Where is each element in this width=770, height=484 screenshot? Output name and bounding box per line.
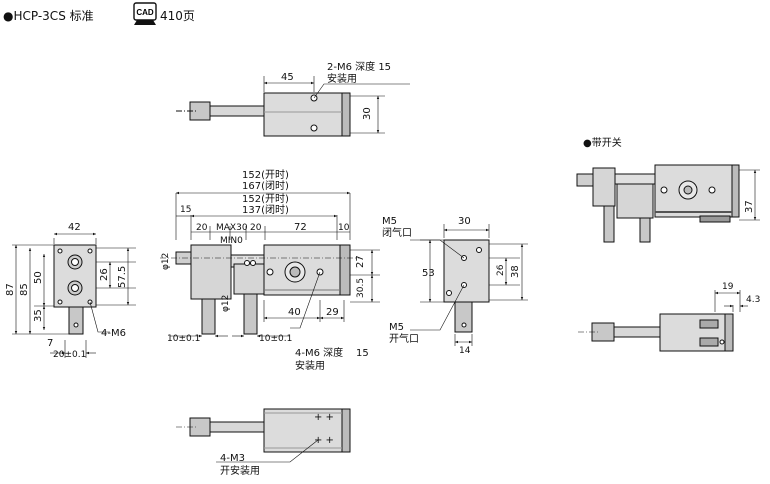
switch-dim-37: 37 xyxy=(744,200,755,213)
top-dim-45: 45 xyxy=(281,72,294,83)
front-dim-72: 72 xyxy=(294,222,307,233)
cad-label: CAD xyxy=(136,8,154,17)
front-len-close-2: 137(闭时) xyxy=(242,203,289,216)
front-dim-20a: 20 xyxy=(196,223,208,233)
right-dim-26: 26 xyxy=(496,264,506,276)
front-dim-27: 27 xyxy=(355,255,366,268)
front-dim-max30: MAX30 xyxy=(216,223,248,233)
front-callout-line2: 安装用 xyxy=(295,359,325,372)
right-m5-top: M5 xyxy=(382,216,397,227)
left-dim-50: 50 xyxy=(33,271,44,284)
front-callout-line1: 4-M6 深度 xyxy=(295,346,343,359)
bottom-view: + + + + xyxy=(176,408,351,463)
left-view xyxy=(12,232,136,358)
front-len-open-2: 152(开时) xyxy=(242,193,289,205)
front-dim-min0: MIN0 xyxy=(220,236,243,246)
right-dim-30: 30 xyxy=(458,216,471,227)
left-dim-42: 42 xyxy=(68,222,81,233)
right-view xyxy=(410,224,528,346)
switch-dim-19: 19 xyxy=(722,282,734,292)
top-dim-30: 30 xyxy=(362,107,373,120)
front-len-open-1: 152(开时) xyxy=(242,169,289,181)
front-dim-phi12b: φ12 xyxy=(221,295,231,312)
front-callout-depth: 15 xyxy=(356,348,369,359)
front-dim-20b: 20 xyxy=(250,223,262,233)
switch-front-view xyxy=(576,164,760,243)
front-dim-phi12a: φ12 xyxy=(161,253,171,270)
front-len-close-1: 167(闭时) xyxy=(242,179,289,192)
left-callout: 4-M6 xyxy=(101,328,126,339)
left-dim-85: 85 xyxy=(19,283,30,296)
bottom-callout-line1: 4-M3 xyxy=(220,453,245,464)
svg-text:+ +: + + xyxy=(314,435,334,446)
svg-text:+ +: + + xyxy=(314,412,334,423)
series-title: ●HCP-3CS 标准 xyxy=(3,9,94,23)
front-dim-40: 40 xyxy=(288,307,301,318)
right-dim-53: 53 xyxy=(422,268,435,279)
top-callout-line2: 安装用 xyxy=(327,72,357,85)
right-dim-14: 14 xyxy=(459,346,471,356)
cad-icon[interactable]: CAD xyxy=(133,2,157,26)
left-dim-57-5: 57.5 xyxy=(117,266,128,288)
front-dim-10: 10 xyxy=(338,223,350,233)
switch-top-view xyxy=(578,290,748,352)
front-dim-15: 15 xyxy=(180,205,191,215)
top-view xyxy=(176,76,410,137)
switch-dim-4-3: 4.3 xyxy=(746,295,760,305)
bottom-callout-line2: 开安装用 xyxy=(220,464,260,477)
top-callout-line1: 2-M6 深度 15 xyxy=(327,60,391,73)
right-m5-top-label: 闭气口 xyxy=(382,226,412,239)
front-tol-left: 10±0.1 xyxy=(167,334,200,344)
switch-section-title: ●带开关 xyxy=(583,136,622,149)
front-dim-29: 29 xyxy=(326,307,339,318)
left-tol: 20±0.1 xyxy=(53,350,86,360)
cad-page-link[interactable]: 410页 xyxy=(160,9,195,23)
left-dim-35: 35 xyxy=(33,309,44,322)
front-tol-right: 10±0.1 xyxy=(259,334,292,344)
right-m5-bottom: M5 xyxy=(389,322,404,333)
left-dim-7: 7 xyxy=(47,338,53,349)
front-dim-30-5: 30.5 xyxy=(356,278,366,298)
left-dim-26: 26 xyxy=(99,268,110,281)
right-m5-bottom-label: 开气口 xyxy=(389,332,419,345)
front-view xyxy=(160,191,380,338)
left-dim-87: 87 xyxy=(5,283,16,296)
right-dim-38: 38 xyxy=(510,265,521,278)
